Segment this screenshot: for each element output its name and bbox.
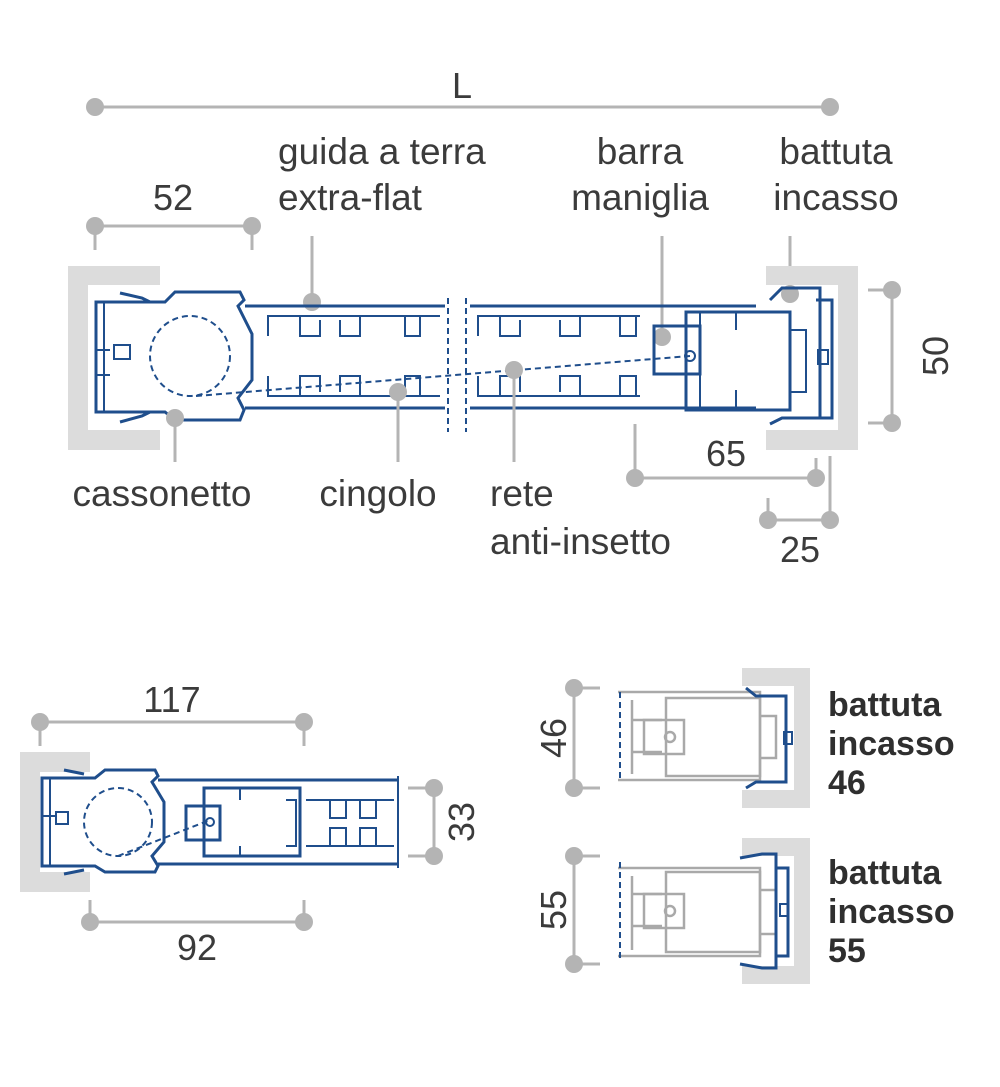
- dimension-52-label: 52: [153, 177, 193, 218]
- dimension-25: 25: [759, 456, 839, 570]
- variant-55-line3: 55: [828, 932, 866, 970]
- label-rete-line2: anti-insetto: [490, 521, 671, 562]
- dimension-25-label: 25: [780, 529, 820, 570]
- dimension-50: 50: [868, 281, 956, 432]
- variant-46-line1: battuta: [828, 686, 942, 724]
- dimension-55-label: 55: [533, 890, 574, 930]
- compact-section-drawing: [20, 752, 399, 892]
- dimension-52: 52: [86, 177, 261, 250]
- dimension-33-label: 33: [441, 802, 482, 842]
- dimension-92-label: 92: [177, 927, 217, 968]
- label-guida-line1: guida a terra: [278, 131, 486, 172]
- label-barra-line1: barra: [597, 131, 684, 172]
- label-battuta-line2: incasso: [773, 177, 898, 218]
- dimension-65: 65: [626, 424, 825, 487]
- dimension-92: 92: [81, 900, 313, 968]
- main-section-drawing: [68, 266, 858, 450]
- variant-46-line2: incasso: [828, 725, 955, 763]
- variant-55-drawing: 55: [533, 838, 810, 984]
- label-rete-line1: rete: [490, 473, 554, 514]
- dimension-117: 117: [31, 679, 313, 746]
- label-battuta-line1: battuta: [779, 131, 893, 172]
- label-cassonetto: cassonetto: [73, 473, 252, 514]
- label-guida-line2: extra-flat: [278, 177, 423, 218]
- dimension-46-label: 46: [533, 718, 574, 758]
- dimension-117-label: 117: [143, 679, 200, 720]
- dimension-33: 33: [408, 779, 482, 865]
- variant-55-line1: battuta: [828, 854, 942, 892]
- dimension-50-label: 50: [915, 336, 956, 376]
- dimension-L-label: L: [452, 65, 472, 106]
- variant-55-line2: incasso: [828, 893, 955, 931]
- dimension-L: L: [86, 65, 839, 116]
- variant-46-line3: 46: [828, 764, 866, 802]
- dimension-65-label: 65: [706, 433, 746, 474]
- label-cingolo: cingolo: [319, 473, 436, 514]
- variant-46-drawing: 46: [533, 668, 810, 808]
- label-barra-line2: maniglia: [571, 177, 709, 218]
